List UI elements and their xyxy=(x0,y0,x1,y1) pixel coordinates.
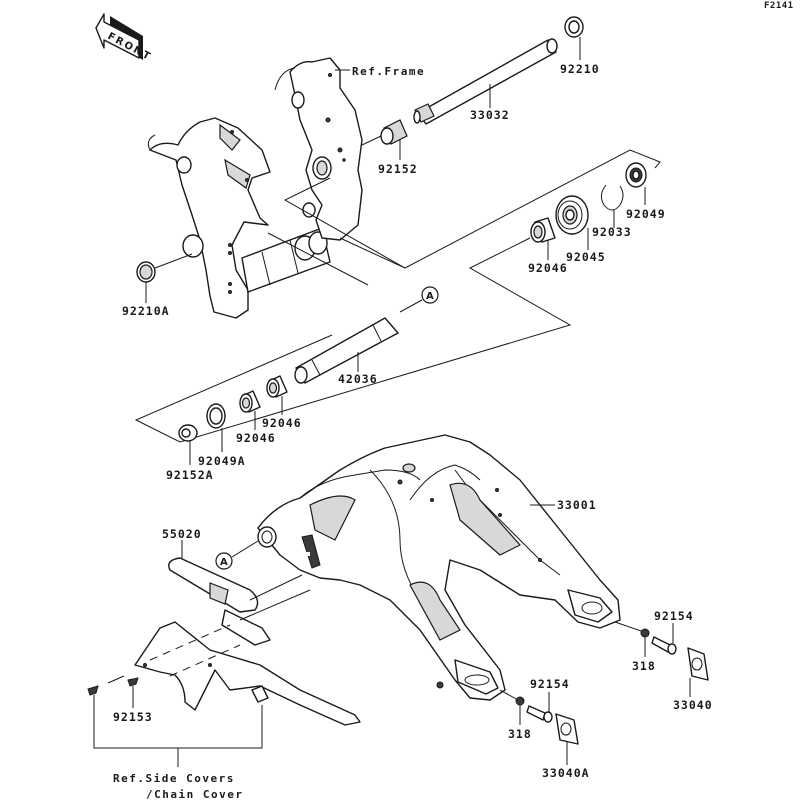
swingarm-33001 xyxy=(257,434,621,701)
bearing-92046-a xyxy=(266,375,288,415)
bolt-92154-left xyxy=(526,692,553,723)
seal-92049A xyxy=(206,403,226,452)
shaft-33032 xyxy=(413,38,558,125)
part-label-318-right: 318 xyxy=(632,659,656,673)
nut-92210A xyxy=(136,253,193,303)
nut-92210 xyxy=(564,16,584,60)
part-label-92210: 92210 xyxy=(560,62,600,76)
block-33040A xyxy=(555,713,579,765)
part-label-33040A: 33040A xyxy=(542,766,590,780)
part-label-92046-upper: 92046 xyxy=(528,261,568,275)
part-label-92152A: 92152A xyxy=(166,468,214,482)
nut-318-left xyxy=(515,696,525,725)
bolt-92154-right xyxy=(651,623,677,655)
part-label-33040: 33040 xyxy=(673,698,713,712)
ref-side-covers-label: Ref.Side Covers xyxy=(113,772,235,785)
upper-group-bracket xyxy=(283,149,661,269)
part-label-92210A: 92210A xyxy=(122,304,170,318)
ref-frame-label: Ref.Frame xyxy=(352,65,425,78)
part-label-92152: 92152 xyxy=(378,162,418,176)
part-label-55020: 55020 xyxy=(162,527,202,541)
part-label-92033: 92033 xyxy=(592,225,632,239)
part-label-42036: 42036 xyxy=(338,372,378,386)
chain-cover xyxy=(134,621,361,726)
frame-right-plate xyxy=(274,57,363,241)
screw-ref-left xyxy=(87,685,99,696)
frame-left-plate xyxy=(147,117,271,319)
block-33040 xyxy=(687,647,709,697)
reference-marker-a-top: A xyxy=(421,286,439,304)
reference-marker-a-bottom: A xyxy=(215,552,233,570)
marker-a-bottom-text: A xyxy=(220,557,228,568)
part-label-318-left: 318 xyxy=(508,727,532,741)
collar-92152A xyxy=(178,424,198,465)
part-label-92046-b: 92046 xyxy=(236,431,276,445)
marker-a-top-text: A xyxy=(426,291,434,302)
bearing-92045 xyxy=(555,195,589,250)
part-label-92154-right: 92154 xyxy=(654,609,694,623)
part-label-33001: 33001 xyxy=(557,498,597,512)
part-label-92154-left: 92154 xyxy=(530,677,570,691)
figure-id: F2141 xyxy=(764,1,794,11)
seal-92049 xyxy=(625,162,647,205)
bearing-92046-b xyxy=(239,390,261,430)
circlip-92033 xyxy=(600,184,624,228)
part-label-92153: 92153 xyxy=(113,710,153,724)
chain-guide-55020 xyxy=(168,540,311,646)
part-label-33032: 33032 xyxy=(470,108,510,122)
part-label-92049A: 92049A xyxy=(198,454,246,468)
part-label-92045: 92045 xyxy=(566,250,606,264)
bearing-92046-upper xyxy=(530,217,556,260)
screw-92153 xyxy=(107,675,139,708)
middle-group-bracket xyxy=(134,237,572,443)
ref-chain-cover-label: /Chain Cover xyxy=(146,788,243,800)
frame-cross-tube xyxy=(241,227,331,293)
collar-92152 xyxy=(361,119,408,160)
nut-318-right xyxy=(640,628,650,657)
part-label-92049: 92049 xyxy=(626,207,666,221)
front-arrow-icon: FRONT xyxy=(95,13,153,63)
part-label-92046-a: 92046 xyxy=(262,416,302,430)
sleeve-42036 xyxy=(294,317,399,384)
